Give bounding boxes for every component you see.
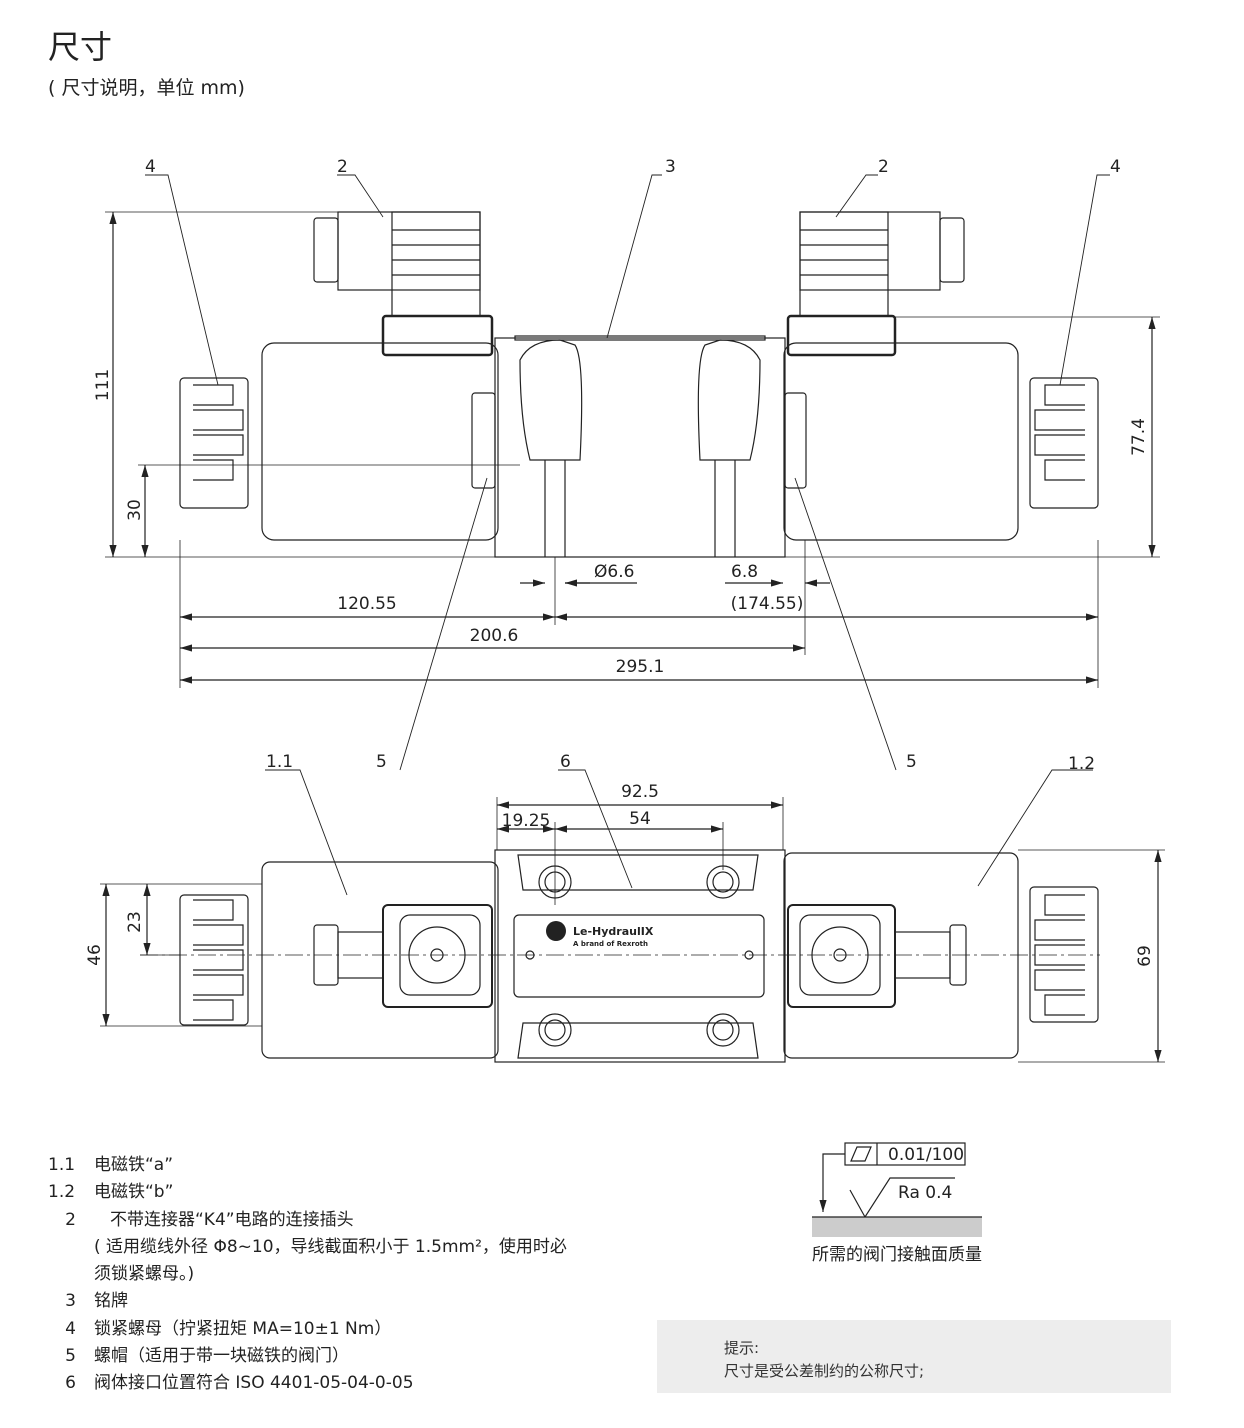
nameplate-logo: Le-HydraulIX A brand of Rexroth (546, 921, 654, 948)
callout-4: 4 (145, 157, 156, 177)
solenoid-a-body (261, 342, 499, 541)
legend-text: 铭牌 (94, 1291, 128, 1312)
legend-item: 1.1 电磁铁“a” (48, 1152, 567, 1179)
flatness-value: 0.01/100 (888, 1145, 964, 1165)
surface-caption: 所需的阀门接触面质量 (812, 1245, 982, 1265)
legend-num: 2 (65, 1209, 76, 1230)
legend-text: 阀体接口位置符合 ISO 4401-05-04-0-05 (94, 1373, 414, 1394)
top-view (105, 174, 1160, 771)
legend-text: 电磁铁“a” (94, 1155, 174, 1175)
page-title: 尺寸 (48, 28, 113, 66)
legend-text: 不带连接器“K4”电路的连接插头 (110, 1209, 354, 1230)
solenoid-b-body (783, 342, 1019, 541)
top-callouts: 4 2 3 2 4 (145, 157, 1121, 177)
callout-2: 2 (878, 157, 889, 177)
legend-item: 4 锁紧螺母（拧紧扭矩 MA=10±1 Nm） (48, 1316, 567, 1343)
brand-name: Le-HydraulIX (573, 925, 654, 938)
dim-46: 46 (85, 944, 105, 966)
lock-nut-left (179, 377, 249, 509)
dim-92-5: 92.5 (621, 782, 659, 802)
page-subtitle: ( 尺寸说明，单位 mm) (48, 77, 245, 99)
note-text: 尺寸是受公差制约的公称尺寸; (724, 1362, 925, 1380)
roughness-value: Ra 0.4 (898, 1183, 952, 1203)
legend-num: 4 (65, 1318, 76, 1339)
note-box: 提示: 尺寸是受公差制约的公称尺寸; (657, 1320, 1171, 1393)
dim-111: 111 (93, 369, 113, 401)
legend-item: 3 铭牌 (48, 1288, 567, 1315)
connector-left (337, 211, 481, 291)
dim-6-8: 6.8 (731, 562, 758, 582)
legend-item: 5 螺帽（适用于带一块磁铁的阀门） (48, 1343, 567, 1370)
dim-19-25: 19.25 (502, 811, 551, 831)
legend-item: ( 适用缆线外径 Φ8~10，导线截面积小于 1.5mm²，使用时必 (48, 1234, 567, 1261)
callout-4: 4 (1110, 157, 1121, 177)
dim-120-55: 120.55 (337, 594, 396, 614)
brand-tagline: A brand of Rexroth (573, 940, 648, 948)
callout-3: 3 (665, 157, 676, 177)
legend-text: 电磁铁“b” (94, 1182, 174, 1203)
note-label: 提示: (724, 1339, 760, 1357)
dim-54: 54 (629, 809, 651, 829)
dim-174-55: (174.55) (731, 594, 804, 614)
dim-23: 23 (125, 911, 145, 933)
dim-200-6: 200.6 (470, 626, 519, 646)
legend-num: 6 (65, 1373, 76, 1394)
legend-num: 1.1 (48, 1155, 76, 1175)
callout-5: 5 (376, 752, 387, 772)
lock-nut-right (1029, 377, 1099, 509)
legend-num (48, 1261, 94, 1288)
legend-item: 1.2 电磁铁“b” (48, 1179, 567, 1206)
callout-1-2: 1.2 (1068, 754, 1095, 774)
nameplate (513, 914, 765, 998)
dim-295-1: 295.1 (616, 657, 665, 677)
bottom-callouts: 1.1 5 6 5 1.2 (266, 752, 1095, 774)
legend-text: 须锁紧螺母。) (94, 1264, 195, 1285)
legend-text: ( 适用缆线外径 Φ8~10，导线截面积小于 1.5mm²，使用时必 (94, 1236, 567, 1257)
legend-item: 须锁紧螺母。) (48, 1261, 567, 1288)
surface-quality-symbol (812, 1142, 982, 1237)
legend-num: 5 (65, 1346, 76, 1367)
legend-item: 6 阀体接口位置符合 ISO 4401-05-04-0-05 (48, 1370, 567, 1397)
dim-77-4: 77.4 (1129, 418, 1149, 456)
callout-6: 6 (560, 752, 571, 772)
callout-5: 5 (906, 752, 917, 772)
legend-text: 螺帽（适用于带一块磁铁的阀门） (94, 1346, 349, 1367)
legend-list: 1.1 电磁铁“a” 1.2 电磁铁“b” 2 不带连接器“K4”电路的连接插头 ( … (48, 1152, 567, 1398)
valve-body (494, 337, 786, 558)
legend-num: 3 (65, 1291, 76, 1312)
valve-body-bottom (494, 849, 786, 1063)
dim-69: 69 (1135, 945, 1155, 967)
callout-2: 2 (337, 157, 348, 177)
connector-right (799, 211, 941, 291)
dim-30: 30 (125, 499, 145, 521)
bottom-view (100, 769, 1165, 1063)
legend-num (48, 1234, 94, 1261)
callout-1-1: 1.1 (266, 752, 293, 772)
dim-6-6: Ø6.6 (594, 562, 634, 582)
legend-num: 1.2 (48, 1182, 76, 1203)
legend-item: 2 不带连接器“K4”电路的连接插头 (48, 1207, 567, 1234)
legend-text: 锁紧螺母（拧紧扭矩 MA=10±1 Nm） (94, 1318, 392, 1339)
